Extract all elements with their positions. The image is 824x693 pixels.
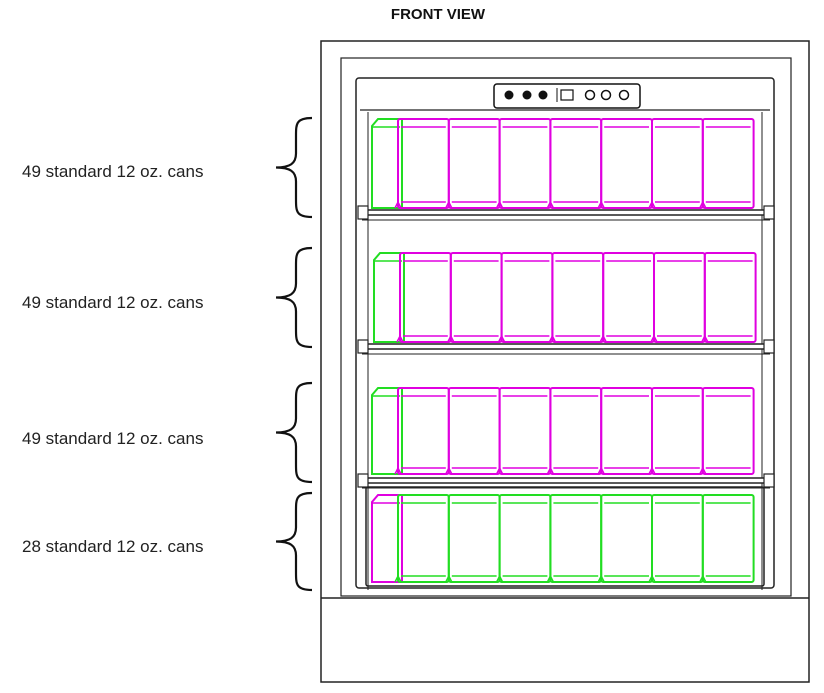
shelf-4-brace <box>275 491 313 592</box>
shelf-clip-left <box>357 473 369 488</box>
can <box>397 494 450 583</box>
can <box>651 494 704 583</box>
shelf-2 <box>357 252 775 355</box>
shelf-3-brace <box>275 381 313 484</box>
shelf-clip-left <box>357 339 369 354</box>
can <box>397 118 450 209</box>
can-foot <box>650 334 658 343</box>
can-foot <box>648 466 656 475</box>
can-foot <box>445 466 453 475</box>
bottom-drawer <box>365 486 765 587</box>
alarm-button-icon <box>538 90 548 100</box>
can <box>701 494 755 583</box>
can <box>447 494 501 583</box>
can-foot <box>548 334 557 343</box>
shelf-1-label: 49 standard 12 oz. cans <box>22 162 204 181</box>
interior-liner <box>355 77 775 589</box>
can-foot <box>597 466 605 475</box>
can-foot <box>394 200 402 209</box>
shelf-clip-right <box>763 205 775 220</box>
can <box>551 252 605 343</box>
can-foot <box>648 200 656 209</box>
can-foot <box>597 574 605 583</box>
can-foot <box>699 574 707 583</box>
door-frame <box>340 57 792 597</box>
can <box>498 494 552 583</box>
can-foot <box>701 334 709 343</box>
wire-shelf <box>359 477 773 484</box>
can <box>701 387 755 475</box>
can <box>447 387 501 475</box>
display-icon <box>560 89 574 101</box>
can <box>498 387 552 475</box>
set-button-icon <box>618 89 630 101</box>
can <box>449 252 503 343</box>
can-foot <box>396 334 404 343</box>
can <box>500 252 554 343</box>
shelf-clip-right <box>763 473 775 488</box>
can <box>498 118 552 209</box>
can <box>600 118 654 209</box>
can <box>703 252 757 343</box>
can-foot <box>546 200 555 209</box>
can-foot <box>445 574 453 583</box>
shelf-brackets <box>275 116 313 592</box>
shelf-4-label: 28 standard 12 oz. cans <box>22 537 204 556</box>
shelves <box>357 118 775 587</box>
temp-down-button-icon <box>584 89 596 101</box>
can <box>651 118 704 209</box>
wire-shelf <box>359 343 773 350</box>
can-foot <box>394 574 402 583</box>
light-button-icon <box>522 90 532 100</box>
can <box>447 118 501 209</box>
diagram-title: FRONT VIEW <box>390 6 486 23</box>
shelf-clip-left <box>357 205 369 220</box>
can <box>549 387 603 475</box>
back-can <box>373 252 405 343</box>
can-foot <box>546 466 555 475</box>
shelf-4 <box>365 486 765 587</box>
shelf-2-label: 49 standard 12 oz. cans <box>22 293 204 312</box>
can-foot <box>445 200 453 209</box>
back-can <box>371 118 403 209</box>
can <box>653 252 706 343</box>
can-foot <box>497 334 506 343</box>
shelf-1-brace <box>275 116 313 219</box>
can <box>602 252 656 343</box>
can <box>600 387 654 475</box>
can-foot <box>599 334 607 343</box>
back-can <box>371 494 403 583</box>
shelf-3 <box>357 387 775 489</box>
can <box>549 494 603 583</box>
can <box>651 387 704 475</box>
can <box>549 118 603 209</box>
can-foot <box>447 334 455 343</box>
wire-shelf <box>359 209 773 216</box>
power-button-icon <box>504 90 514 100</box>
can-foot <box>648 574 656 583</box>
temp-up-button-icon <box>600 89 612 101</box>
can-foot <box>394 466 402 475</box>
can-foot <box>699 200 707 209</box>
can <box>399 252 452 343</box>
can-foot <box>495 466 504 475</box>
fridge-cabinet <box>320 40 810 683</box>
control-panel <box>493 83 641 109</box>
can <box>600 494 654 583</box>
shelf-clip-right <box>763 339 775 354</box>
can-foot <box>699 466 707 475</box>
can-foot <box>546 574 555 583</box>
shelf-2-brace <box>275 246 313 349</box>
shelf-1 <box>357 118 775 221</box>
shelf-3-label: 49 standard 12 oz. cans <box>22 429 204 448</box>
can <box>397 387 450 475</box>
can <box>701 118 755 209</box>
can-foot <box>495 574 504 583</box>
back-can <box>371 387 403 475</box>
can-foot <box>495 200 504 209</box>
can-foot <box>597 200 605 209</box>
